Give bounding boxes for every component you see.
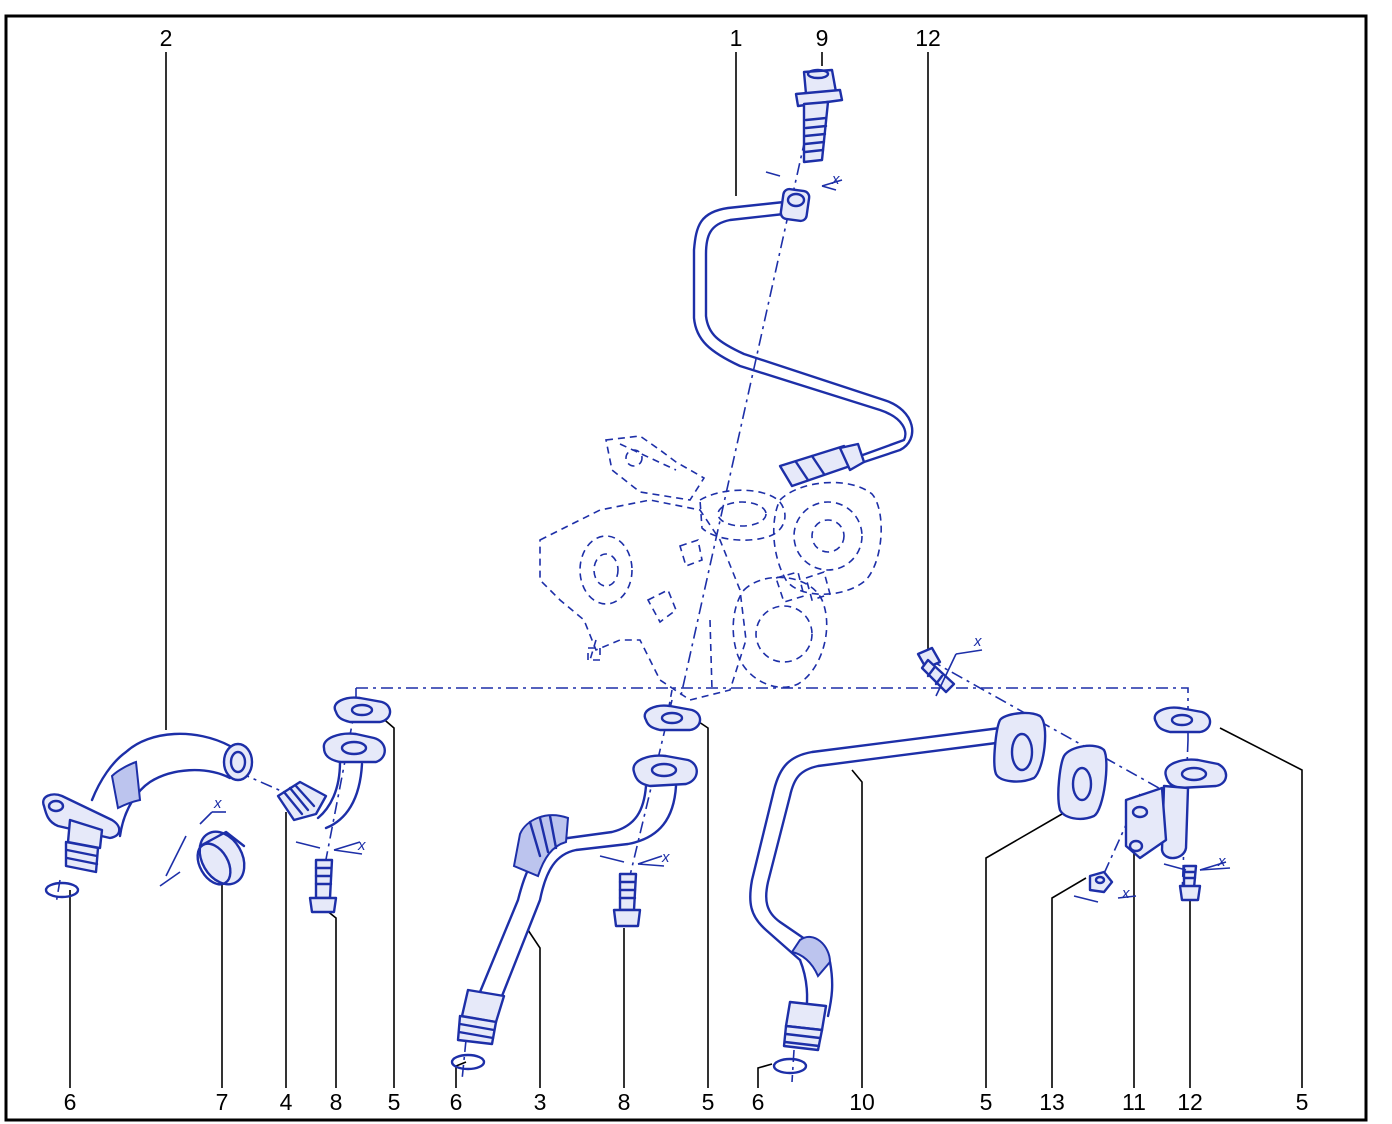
torque-label-12-top: x [973, 633, 982, 650]
leader-10 [851, 769, 863, 1088]
leader-5-a [379, 715, 395, 1088]
callout-5-d: 5 [1296, 1089, 1309, 1115]
callout-12-bottom: 12 [1177, 1089, 1203, 1115]
callout-8-a: 8 [330, 1089, 343, 1115]
bolt-8-b [612, 872, 642, 928]
nut-13 [1088, 870, 1114, 894]
torque-label-8-a: x [357, 837, 366, 854]
callout-7: 7 [216, 1089, 229, 1115]
gasket-5-a [333, 696, 392, 724]
torque-label-8-b: x [661, 849, 670, 866]
leader-5-c [985, 813, 1063, 1088]
leader-5-b [695, 719, 709, 1088]
callout-5-b: 5 [702, 1089, 715, 1115]
leader-6-b [455, 1061, 467, 1088]
callout-3: 3 [534, 1089, 547, 1115]
callout-5-a: 5 [388, 1089, 401, 1115]
torque-label-13: x [1121, 885, 1130, 902]
bolt-8-a [308, 858, 338, 914]
torque-mark-8-b: x [599, 849, 670, 867]
callout-11: 11 [1122, 1089, 1146, 1115]
leader-3 [527, 929, 541, 1088]
oil-return-line-3 [450, 754, 698, 1071]
callout-12-top: 12 [915, 25, 941, 51]
oil-feed-pipe-1 [692, 187, 914, 488]
diagram-frame [4, 14, 1368, 1122]
turbocharger-ghost-outline [539, 435, 882, 713]
callout-6-a: 6 [64, 1089, 77, 1115]
adapter-4 [276, 780, 328, 822]
callout-13: 13 [1039, 1089, 1065, 1115]
callout-2: 2 [160, 25, 173, 51]
torque-mark-7: x [159, 795, 226, 887]
torque-mark-13: x [1073, 885, 1137, 903]
torque-label-12-bottom: x [1217, 853, 1226, 870]
gasket-5-c [1057, 744, 1108, 821]
leader-5-d [1219, 727, 1303, 1088]
callout-5-c: 5 [980, 1089, 993, 1115]
oil-pipe-10 [749, 711, 1047, 1075]
callout-10: 10 [849, 1089, 875, 1115]
banjo-bolt-9 [794, 68, 844, 164]
torque-mark-9: x [765, 171, 843, 191]
gasket-5-b [643, 704, 702, 732]
leader-8-a [325, 909, 337, 1088]
pipe-flange-left [316, 732, 386, 830]
hose-clamp-7 [196, 830, 246, 886]
callout-9: 9 [816, 25, 829, 51]
torque-label-9: x [831, 171, 840, 188]
callout-6-b: 6 [450, 1089, 463, 1115]
bolt-12-top [916, 646, 956, 694]
callout-4: 4 [280, 1089, 293, 1115]
callout-6-c: 6 [752, 1089, 765, 1115]
bracket-11 [1124, 758, 1228, 860]
leader-6-c [757, 1063, 773, 1088]
torque-label-7: x [213, 795, 222, 812]
callout-1: 1 [730, 25, 743, 51]
torque-mark-8-a: x [295, 837, 366, 855]
torque-mark-12-bottom: x [1163, 853, 1231, 871]
callout-8-b: 8 [618, 1089, 631, 1115]
torque-mark-12-top: x [935, 633, 983, 697]
assembly-axes [55, 89, 1189, 1083]
oil-return-elbow-2 [42, 732, 254, 899]
gasket-5-d [1153, 706, 1212, 734]
bolt-12-bottom [1178, 864, 1202, 902]
leader-11 [1133, 835, 1143, 1088]
leader-13 [1051, 877, 1087, 1088]
